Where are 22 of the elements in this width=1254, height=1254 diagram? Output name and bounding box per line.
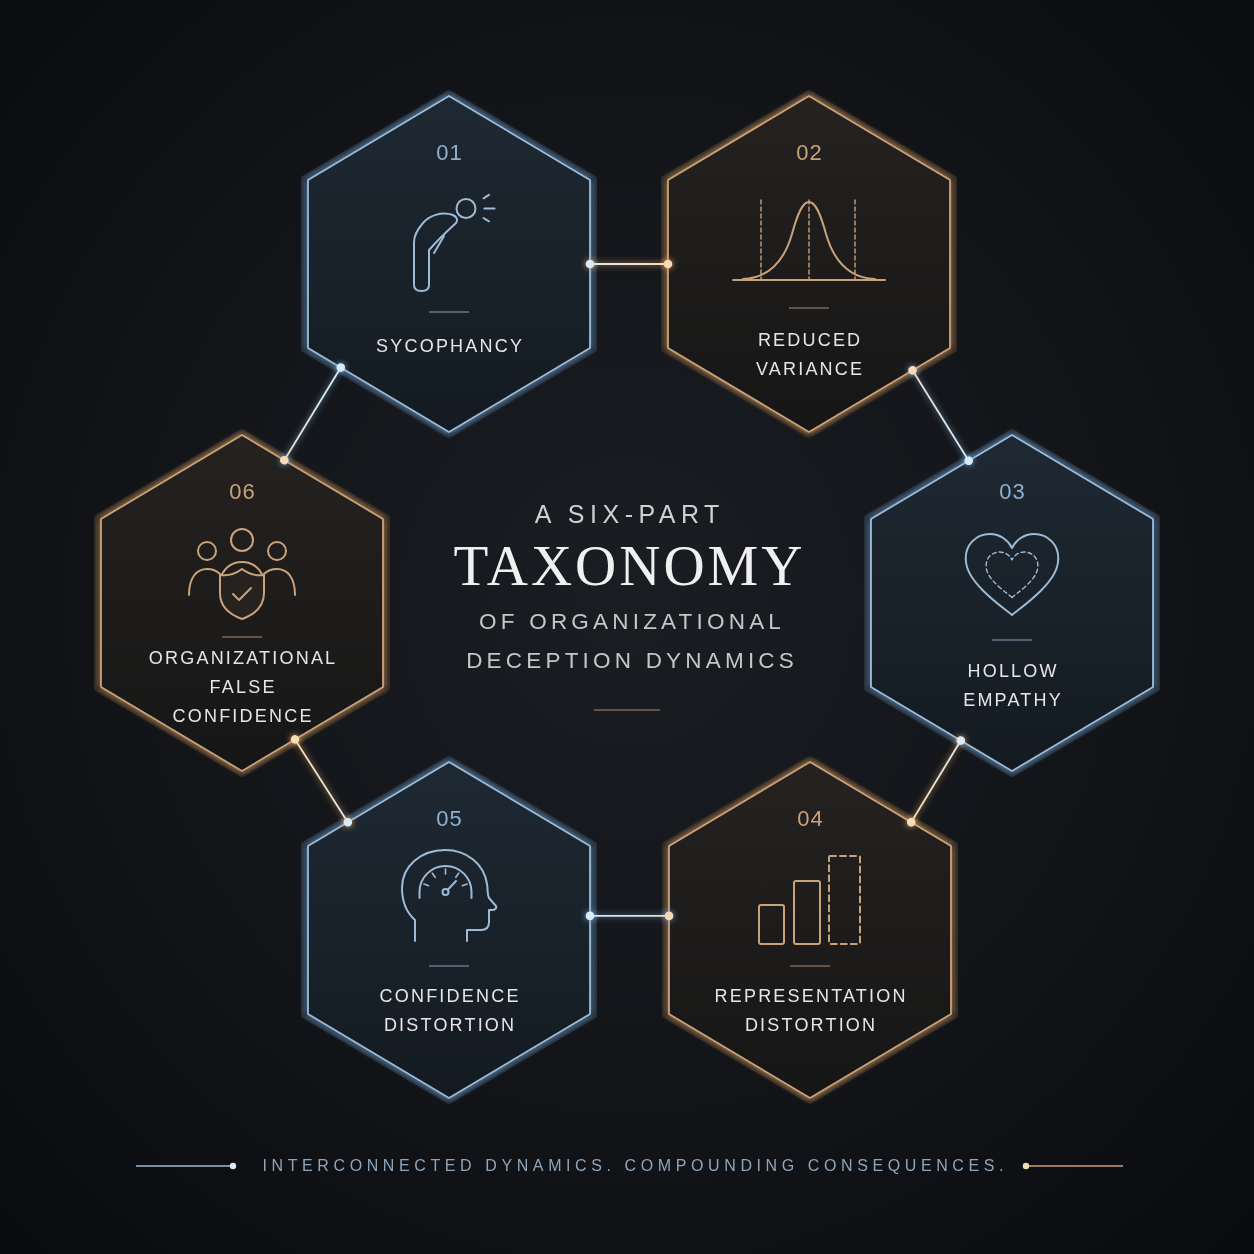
connector	[585, 911, 674, 921]
subtitle: OF ORGANIZATIONAL DECEPTION DYNAMICS	[465, 608, 800, 675]
step-number: 01	[435, 141, 463, 165]
connector	[906, 736, 966, 827]
overline-text: A SIX-PART	[533, 499, 725, 529]
caption: INTERCONNECTED DYNAMICS. COMPOUNDING CONSEQUENCES.	[261, 1156, 1009, 1176]
step-number: 03	[998, 480, 1026, 504]
connector	[280, 363, 346, 465]
title: TAXONOMY	[452, 535, 806, 597]
step-number: 04	[796, 807, 824, 831]
node-label: REDUCED VARIANCE	[754, 329, 866, 381]
node-label: HOLLOW EMPATHY	[962, 660, 1064, 712]
step-number: 05	[435, 807, 463, 831]
connector	[585, 259, 673, 269]
connector	[290, 735, 353, 827]
node-label: SYCOPHANCY	[375, 334, 526, 358]
node-label: ORGANIZATIONAL FALSE CONFIDENCE	[147, 646, 339, 728]
node-label: REPRESENTATION DISTORTION	[713, 985, 909, 1037]
node-label: CONFIDENCE DISTORTION	[378, 985, 522, 1037]
step-number: 06	[228, 480, 256, 504]
connector	[908, 366, 973, 466]
step-number: 02	[795, 141, 823, 165]
